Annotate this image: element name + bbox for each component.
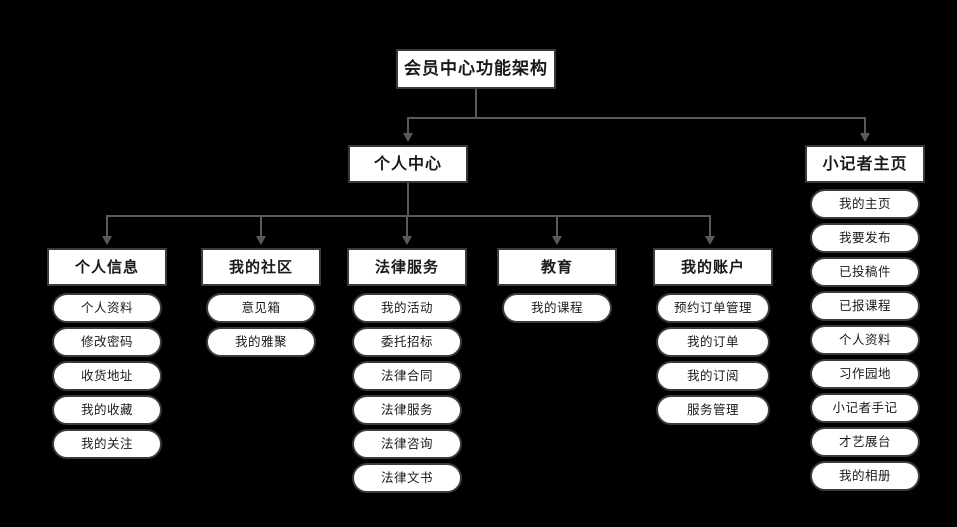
connector-personal-center-stem — [407, 183, 409, 216]
arrow-to-category-2 — [402, 236, 412, 245]
connector-to-category-4 — [709, 215, 711, 237]
branch-node-personal-center[interactable]: 个人中心 — [348, 145, 468, 183]
connector-to-reporter-home — [864, 117, 866, 134]
root-node-member-center[interactable]: 会员中心功能架构 — [396, 49, 556, 89]
leaf-node[interactable]: 法律服务 — [352, 395, 462, 425]
connector-to-category-2 — [406, 215, 408, 237]
leaf-node[interactable]: 已投稿件 — [810, 257, 920, 287]
leaf-node[interactable]: 我的课程 — [502, 293, 612, 323]
category-node-personal-info[interactable]: 个人信息 — [47, 248, 167, 286]
category-node-legal-service[interactable]: 法律服务 — [347, 248, 467, 286]
leaf-node[interactable]: 我的活动 — [352, 293, 462, 323]
connector-category-bus — [107, 215, 711, 217]
leaf-node[interactable]: 委托招标 — [352, 327, 462, 357]
leaf-node[interactable]: 法律合同 — [352, 361, 462, 391]
arrow-to-category-3 — [552, 236, 562, 245]
leaf-node[interactable]: 我的主页 — [810, 189, 920, 219]
leaf-node[interactable]: 已报课程 — [810, 291, 920, 321]
connector-to-category-1 — [260, 215, 262, 237]
leaf-node[interactable]: 我要发布 — [810, 223, 920, 253]
connector-to-category-0 — [106, 215, 108, 237]
leaf-node[interactable]: 意见箱 — [206, 293, 316, 323]
arrow-to-category-0 — [102, 236, 112, 245]
leaf-node[interactable]: 我的雅聚 — [206, 327, 316, 357]
category-node-my-account[interactable]: 我的账户 — [653, 248, 773, 286]
branch-node-reporter-home[interactable]: 小记者主页 — [805, 145, 925, 183]
category-node-education[interactable]: 教育 — [497, 248, 617, 286]
connector-top-bus — [407, 117, 866, 119]
leaf-node[interactable]: 我的关注 — [52, 429, 162, 459]
connector-to-personal-center — [407, 117, 409, 134]
leaf-node[interactable]: 个人资料 — [810, 325, 920, 355]
arrow-to-reporter-home — [860, 133, 870, 142]
leaf-node[interactable]: 小记者手记 — [810, 393, 920, 423]
leaf-node[interactable]: 服务管理 — [656, 395, 770, 425]
arrow-to-personal-center — [403, 133, 413, 142]
leaf-node[interactable]: 我的订阅 — [656, 361, 770, 391]
leaf-node[interactable]: 法律咨询 — [352, 429, 462, 459]
leaf-node[interactable]: 我的相册 — [810, 461, 920, 491]
arrow-to-category-1 — [256, 236, 266, 245]
connector-root-stem — [475, 89, 477, 118]
leaf-node[interactable]: 收货地址 — [52, 361, 162, 391]
leaf-node[interactable]: 预约订单管理 — [656, 293, 770, 323]
arrow-to-category-4 — [705, 236, 715, 245]
leaf-node[interactable]: 习作园地 — [810, 359, 920, 389]
category-node-my-community[interactable]: 我的社区 — [201, 248, 321, 286]
leaf-node[interactable]: 修改密码 — [52, 327, 162, 357]
leaf-node[interactable]: 法律文书 — [352, 463, 462, 493]
leaf-node[interactable]: 才艺展台 — [810, 427, 920, 457]
connector-to-category-3 — [556, 215, 558, 237]
leaf-node[interactable]: 我的收藏 — [52, 395, 162, 425]
leaf-node[interactable]: 我的订单 — [656, 327, 770, 357]
leaf-node[interactable]: 个人资料 — [52, 293, 162, 323]
